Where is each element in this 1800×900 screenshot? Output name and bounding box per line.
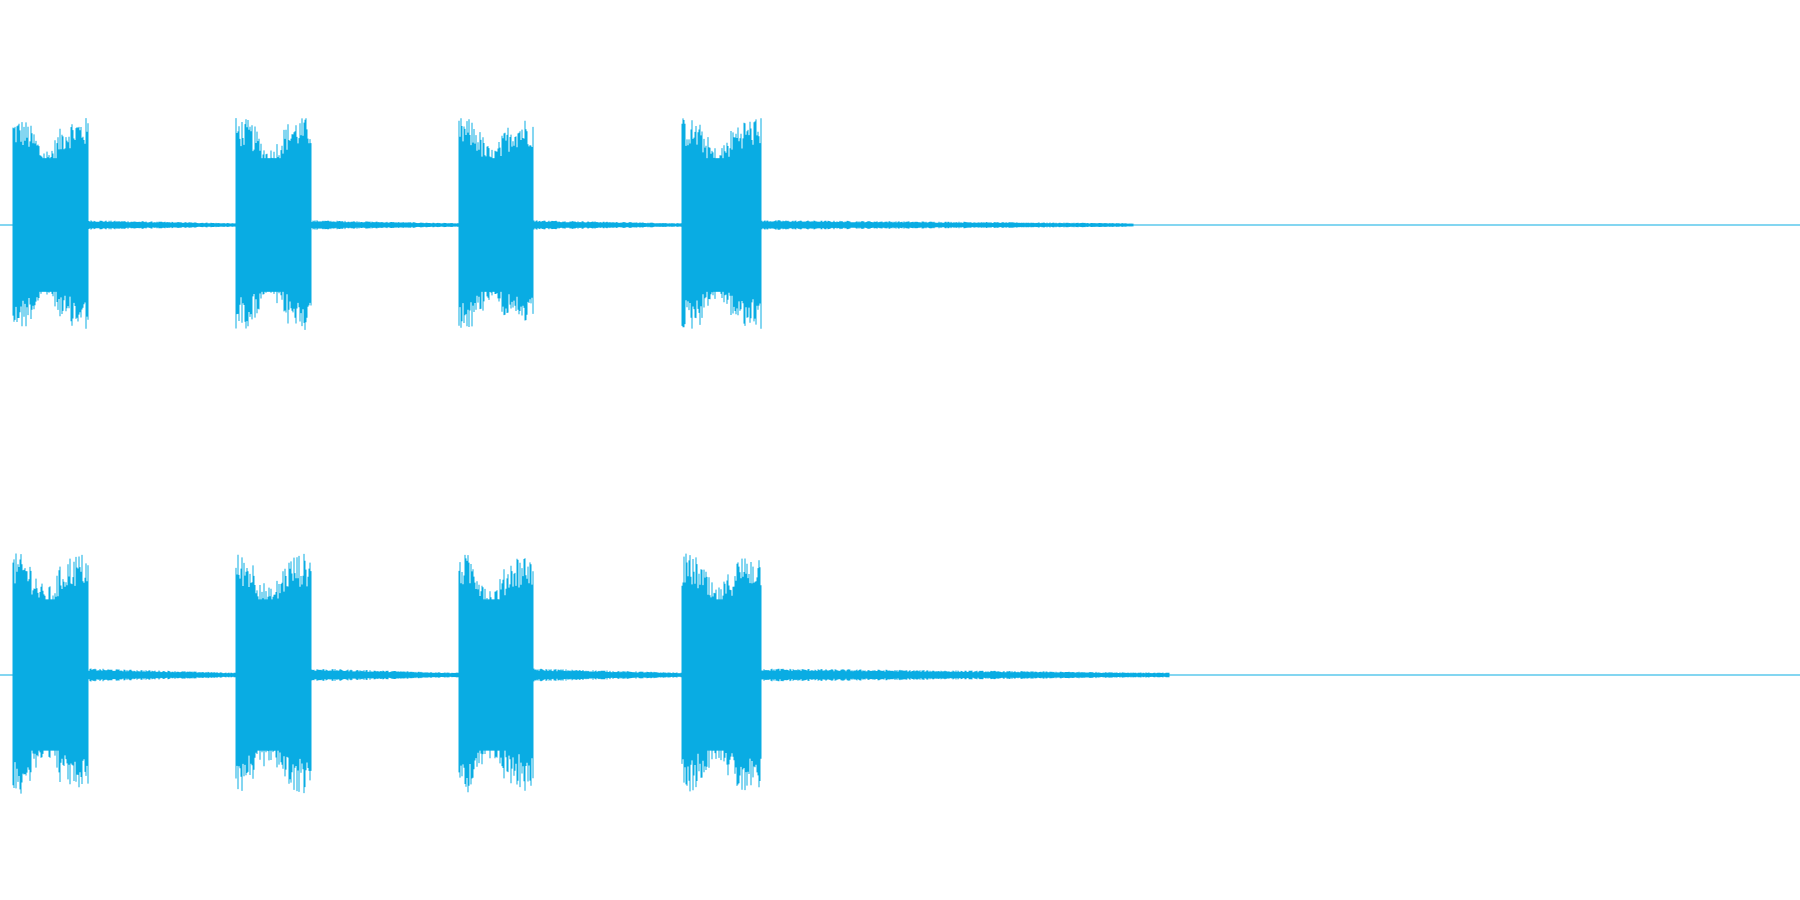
channel-1-burst-3 xyxy=(458,118,534,328)
channel-1-tail-2 xyxy=(310,220,459,230)
channel-2-tail-2 xyxy=(310,669,459,681)
channel-1-burst-4 xyxy=(681,118,762,329)
channel-2-burst-4 xyxy=(681,553,762,792)
channel-1-tail-1 xyxy=(87,220,236,230)
channel-2-burst-3 xyxy=(458,554,534,793)
channel-2-burst-2 xyxy=(235,553,312,794)
channel-1-tail-4 xyxy=(760,220,1134,230)
channel-2-tail-3 xyxy=(532,668,682,682)
channel-2-burst-1 xyxy=(12,553,89,794)
channel-1-waveform xyxy=(0,118,1800,330)
channel-1-tail-3 xyxy=(532,220,682,230)
channel-1-burst-2 xyxy=(235,118,312,330)
channel-1-burst-1 xyxy=(12,118,89,329)
channel-2-tail-1 xyxy=(87,668,236,682)
channel-2-waveform xyxy=(0,553,1800,794)
channel-2-tail-4 xyxy=(760,668,1170,682)
